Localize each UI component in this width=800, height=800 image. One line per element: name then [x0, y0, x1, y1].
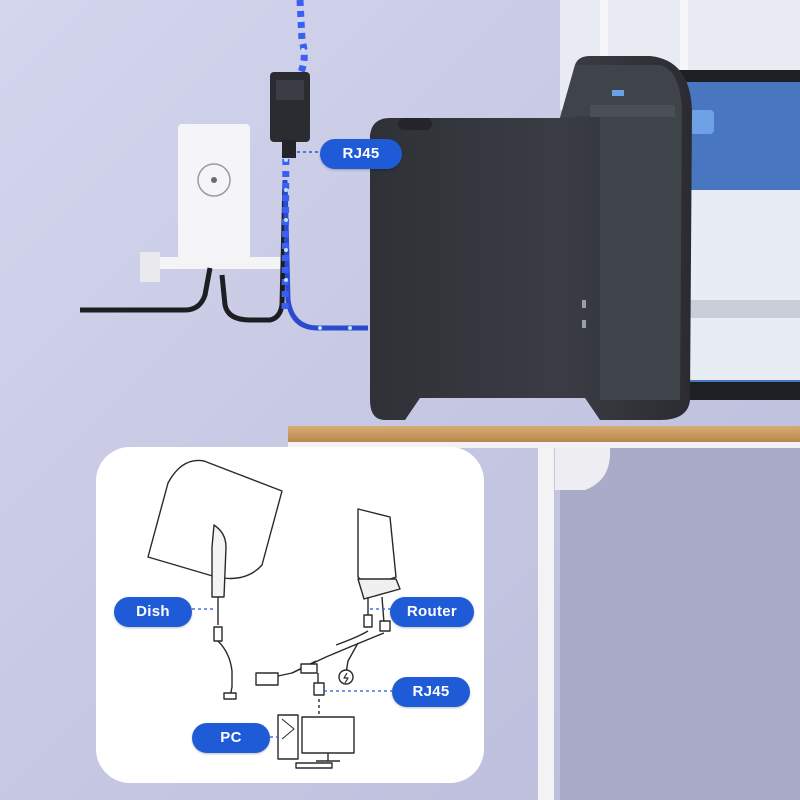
monitor-icon [295, 716, 355, 769]
rj45-callout-top: RJ45 [320, 139, 402, 169]
dish-icon [147, 459, 283, 607]
dish-callout: Dish [114, 597, 192, 627]
desk [288, 426, 800, 800]
connection-diagram-panel: Dish Router RJ45 PC [96, 447, 484, 783]
power-adapter-icon [270, 72, 310, 158]
connection-diagram [147, 459, 401, 769]
wall-router [140, 124, 288, 282]
pc-callout: PC [192, 723, 270, 753]
pc-tower-icon [277, 714, 299, 760]
pc-tower [370, 56, 692, 420]
router-callout: Router [390, 597, 474, 627]
router-icon [357, 508, 401, 600]
rj45-callout-diagram: RJ45 [392, 677, 470, 707]
